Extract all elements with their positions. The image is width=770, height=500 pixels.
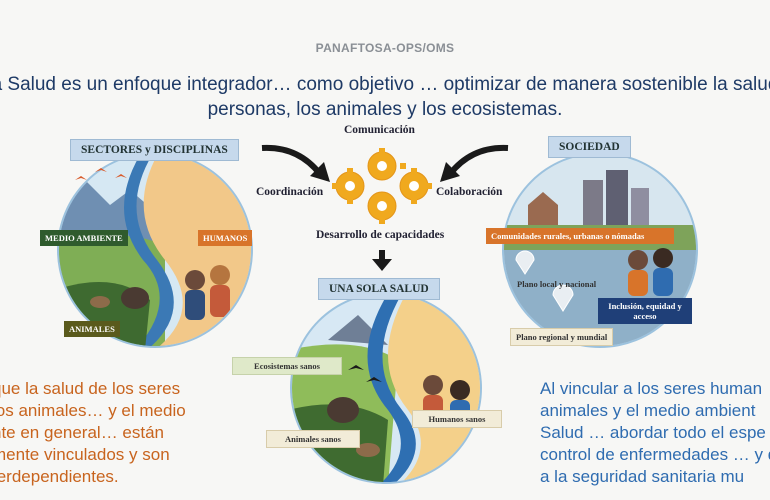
building-2: [606, 170, 628, 225]
house: [528, 192, 558, 225]
bottom-left-line-3: nte en general… están: [0, 423, 165, 442]
intro-text: a Salud es un enfoque integrador… como o…: [0, 72, 770, 122]
person-1: [185, 270, 205, 290]
bottom-left-line-5: terdependientes.: [0, 467, 119, 486]
plano-local-label: Plano local y nacional: [517, 279, 597, 289]
sociedad-title: SOCIEDAD: [548, 136, 631, 158]
building-3: [631, 188, 649, 225]
bottom-right-line-2: animales y el medio ambient: [540, 401, 756, 420]
map-pin-icon: [552, 284, 574, 312]
bottom-right-line-5: a la seguridad sanitaria mu: [540, 467, 745, 486]
ecosistemas-label: Ecosistemas sanos: [232, 357, 342, 375]
source-credit: PANAFTOSA-OPS/OMS: [315, 41, 455, 55]
comunicacion-label: Comunicación: [344, 124, 415, 136]
animales-label: ANIMALES: [64, 321, 120, 337]
person-2: [210, 265, 230, 285]
bottom-left-line-2: los animales… y el medio: [0, 401, 186, 420]
intro-line-1: a Salud es un enfoque integrador… como o…: [0, 74, 770, 95]
intro-line-2: personas, los animales y los ecosistemas…: [207, 99, 563, 120]
right-arrow-icon: [440, 144, 509, 182]
deer: [90, 296, 110, 308]
building-1: [583, 180, 603, 225]
plano-regional-label: Plano regional y mundial: [510, 328, 614, 346]
bottom-right-text: Al vincular a los seres human animales y…: [540, 378, 770, 488]
comunidades-label: Comunidades rurales, urbanas o nómadas: [486, 228, 674, 244]
left-arrow-icon: [261, 144, 330, 182]
una-sola-salud-illustration: [290, 292, 482, 484]
map-pin-icon-2: [515, 250, 535, 275]
bottom-left-text: que la salud de los seres los animales… …: [0, 378, 212, 488]
desarrollo-label: Desarrollo de capacidades: [316, 229, 445, 241]
medio-ambiente-label: MEDIO AMBIENTE: [40, 230, 128, 246]
bottom-right-line-1: Al vincular a los seres human: [540, 379, 763, 398]
down-arrow-icon: [372, 250, 392, 271]
gears-icon: [332, 148, 432, 224]
river-shape: [124, 154, 174, 346]
humanos-label: HUMANOS: [198, 230, 253, 246]
bottom-right-line-3: Salud … abordar todo el espe: [540, 423, 766, 442]
gorilla: [121, 287, 149, 309]
bats: [348, 365, 382, 382]
sectores-illustration: [57, 152, 253, 348]
una-sola-salud-title: UNA SOLA SALUD: [318, 278, 440, 300]
humanos-sanos-label: Humanos sanos: [412, 410, 502, 428]
bottom-right-line-4: control de enfermedades … y d: [540, 445, 770, 464]
sectores-title: SECTORES y DISCIPLINAS: [70, 139, 239, 161]
bottom-left-line-1: que la salud de los seres: [0, 379, 181, 398]
animales-sanos-label: Animales sanos: [266, 430, 360, 448]
bottom-left-line-4: mente vinculados y son: [0, 445, 170, 464]
colaboracion-label: Colaboración: [436, 186, 503, 198]
coordinacion-label: Coordinación: [256, 186, 324, 198]
inclusion-label: Inclusión, equidad y acceso: [598, 298, 692, 324]
birds: [75, 168, 127, 180]
